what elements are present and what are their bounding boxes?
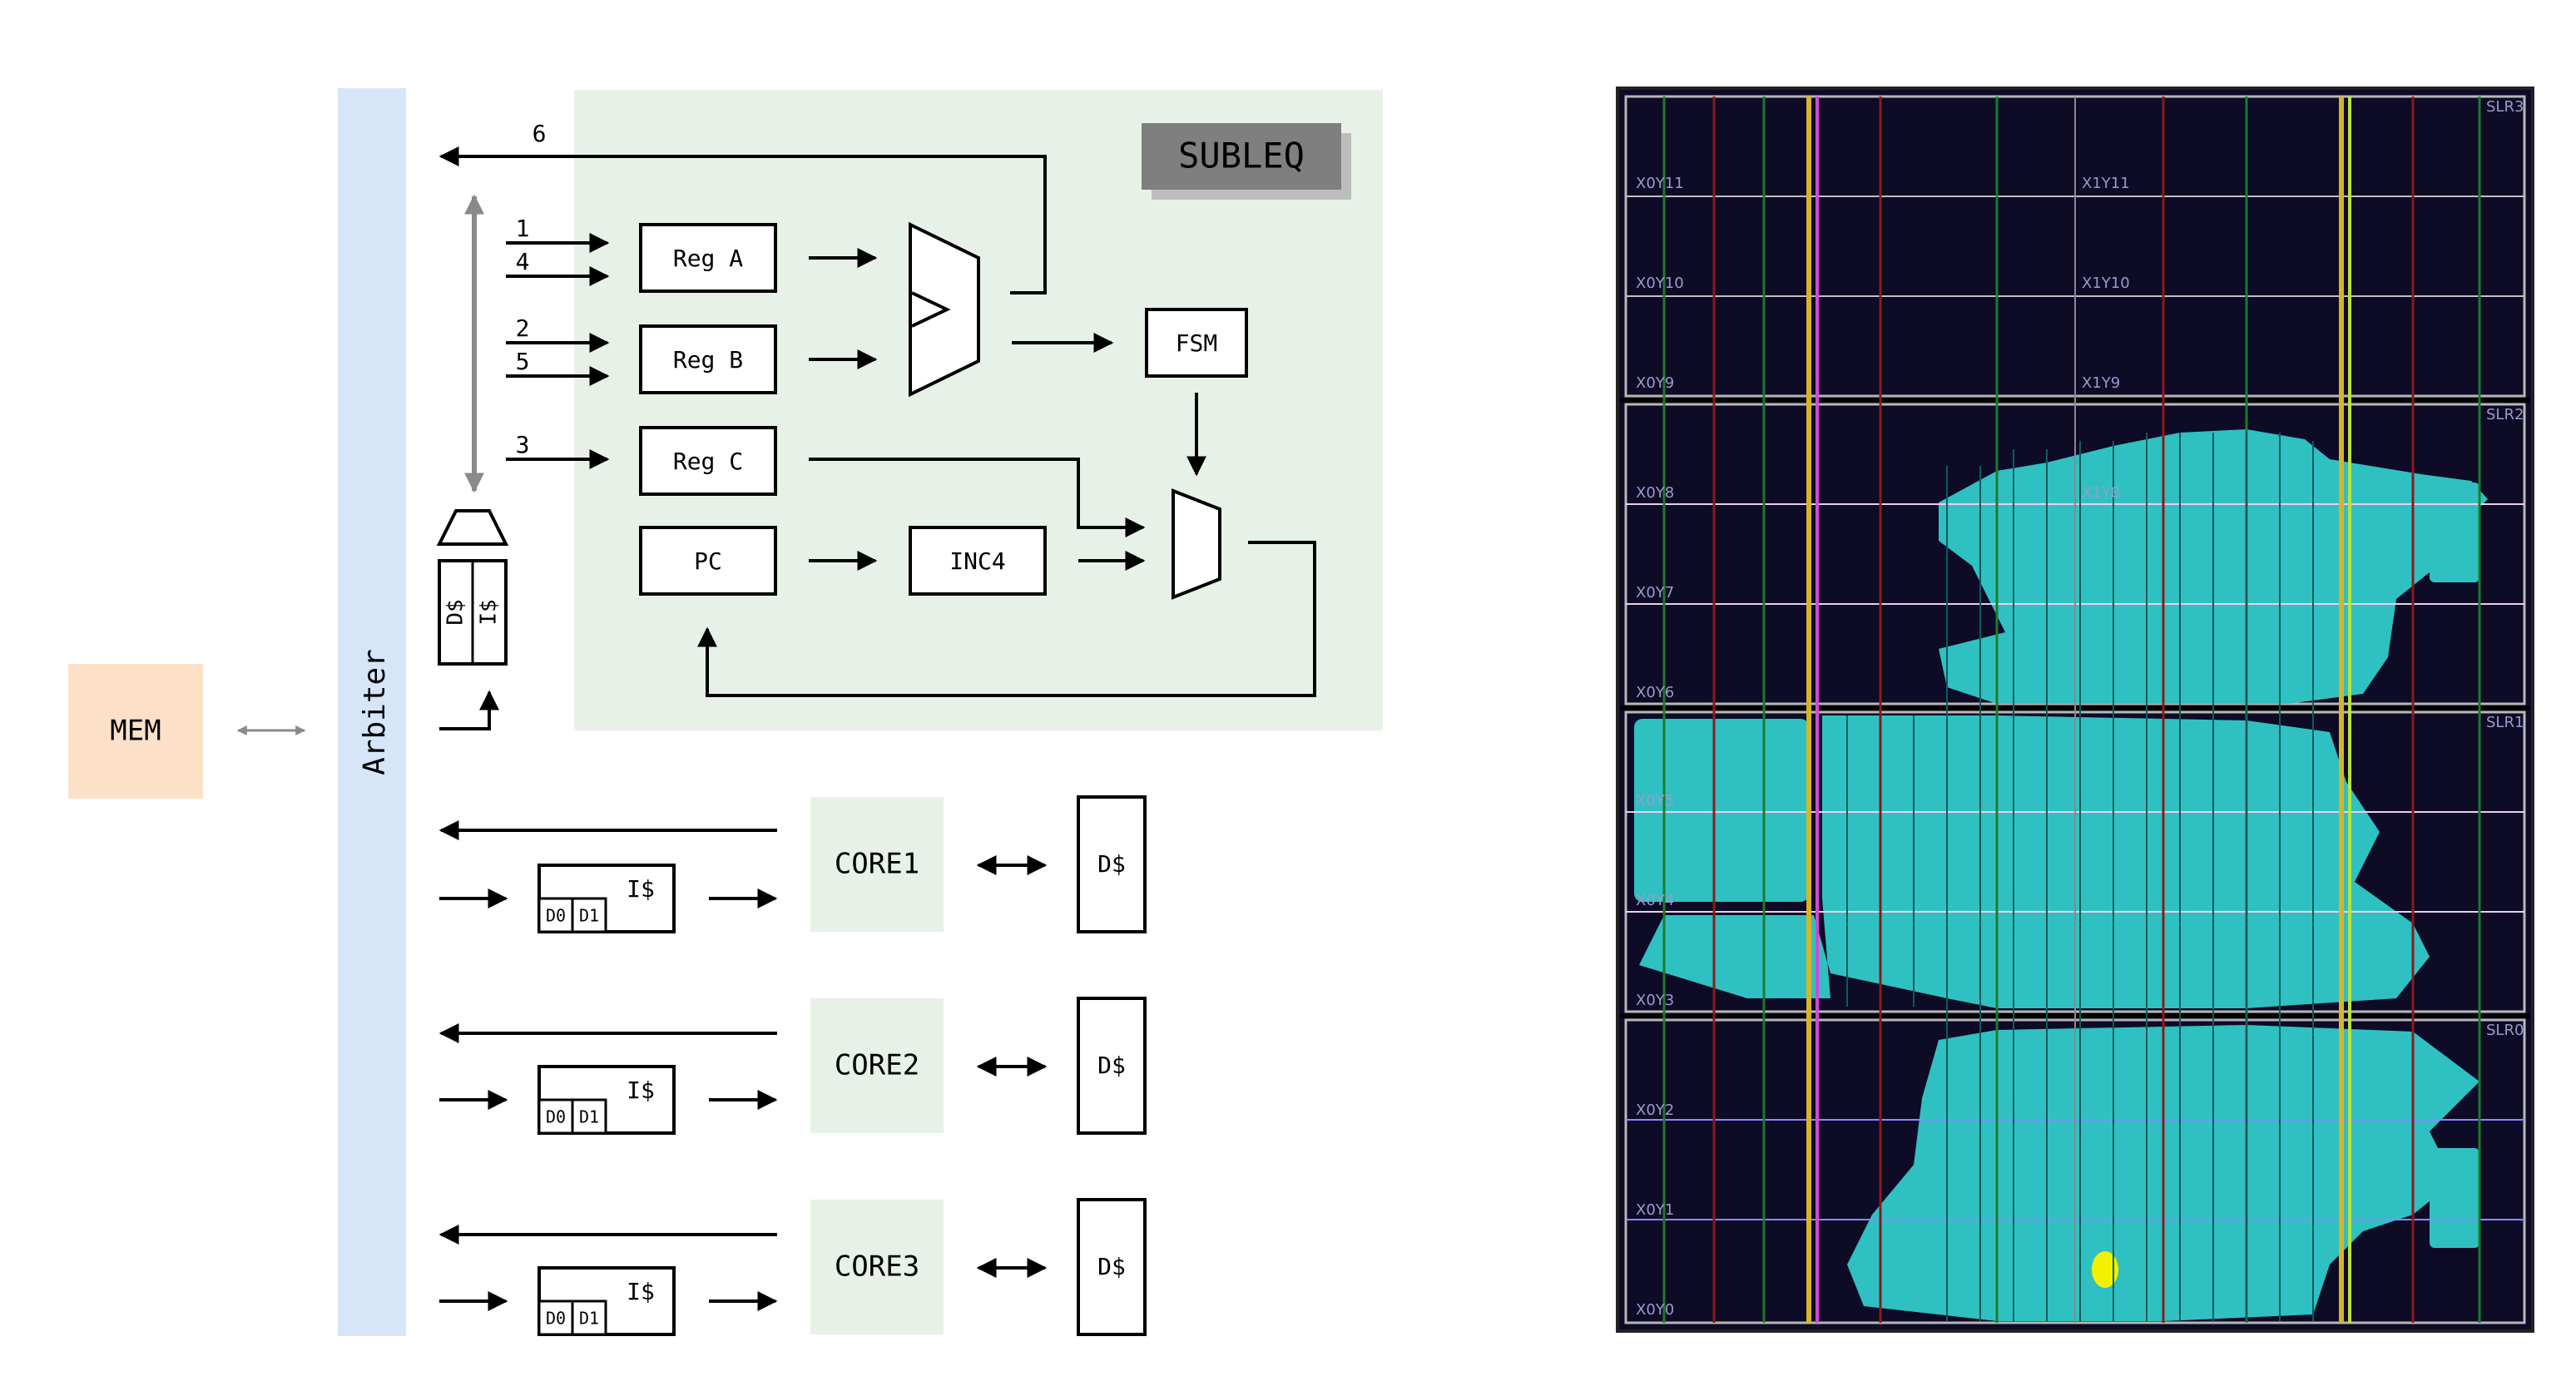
reg-c-label: Reg C: [673, 448, 743, 475]
pc-mux-shape: [1172, 488, 1221, 600]
mem-block: [68, 664, 203, 799]
reg-a-label: Reg A: [673, 245, 743, 272]
region-label-x0y5: X0Y5: [1636, 792, 1674, 809]
core1-dcache-label: D$: [1097, 850, 1126, 878]
highlight-blob: [2092, 1251, 2118, 1288]
placed-logic-slr1-left: [1634, 719, 1809, 902]
subleq-tag: [1142, 123, 1341, 190]
pc-box: [639, 526, 777, 596]
architecture-diagram: MEM Arbiter SUBLEQ 6 1 4 2 5 3 Reg A Reg…: [68, 88, 1383, 1336]
region-grid: [1626, 97, 2524, 1323]
core1-d1-box: [571, 897, 607, 933]
arbiter-bar: [338, 88, 406, 1336]
fpga-floorplan: X0Y11 X1Y11 X0Y10 X1Y10 X0Y9 X1Y9 X0Y8 X…: [1616, 87, 2534, 1333]
port-4-label: 4: [516, 248, 530, 275]
core1-icache-label: I$: [627, 875, 655, 903]
port-5-label: 5: [516, 348, 530, 375]
region-label-x1y11: X1Y11: [2082, 175, 2130, 192]
arbiter-cache-arrow: [439, 690, 499, 730]
core3-d0-box: [537, 1299, 574, 1336]
core3-icache-label: I$: [627, 1278, 655, 1305]
placed-logic-slr0-right: [2430, 1148, 2479, 1248]
region-label-x0y3: X0Y3: [1636, 992, 1674, 1009]
region-label-x0y0: X0Y0: [1636, 1301, 1674, 1319]
core3-box: [810, 1200, 944, 1334]
pc-label: PC: [694, 547, 722, 575]
fabric-column-stripes: [1846, 433, 2314, 1321]
slr1-label: SLR1: [2486, 714, 2524, 731]
core2-d0-label: D0: [546, 1107, 566, 1127]
loop-6-arrow: [438, 146, 1047, 295]
region-label-x0y10: X0Y10: [1636, 275, 1684, 292]
core3-d1-box: [571, 1299, 607, 1336]
slr3-label: SLR3: [2486, 98, 2524, 116]
core3-label: CORE3: [835, 1250, 919, 1284]
placed-logic-slr1-main: [1639, 715, 2430, 1008]
core1-d1-label: D1: [579, 906, 599, 926]
clock-column-bands: [1662, 97, 2481, 1323]
slr-labels: SLR3 SLR2 SLR1 SLR0: [2486, 98, 2524, 1039]
core3-dcache-box: [1077, 1198, 1147, 1336]
port-1-label: 1: [516, 215, 530, 242]
core1-label: CORE1: [835, 848, 919, 881]
port-6-label: 6: [533, 120, 547, 147]
reg-b-box: [639, 324, 777, 394]
reg-a-box: [639, 223, 777, 293]
inc4-box: [909, 526, 1047, 596]
fsm-box: [1145, 308, 1248, 378]
core2-box: [810, 998, 944, 1133]
region-label-x0y6: X0Y6: [1636, 684, 1674, 701]
core2-label: CORE2: [835, 1049, 919, 1082]
local-icache-label: I$: [477, 599, 502, 625]
core1-d0-box: [537, 897, 574, 933]
local-dcache-label: D$: [443, 599, 468, 625]
pc-feedback-arrow: [697, 541, 1316, 697]
core2-dcache-label: D$: [1097, 1052, 1126, 1079]
region-label-x1y10: X1Y10: [2082, 275, 2130, 292]
region-label-x0y7: X0Y7: [1636, 584, 1674, 601]
reg-c-box: [639, 426, 777, 496]
core-2-group: D0 D1 I$ CORE2 D$: [438, 997, 1147, 1135]
core1-dcache-box: [1077, 795, 1147, 933]
region-label-x0y4: X0Y4: [1636, 892, 1674, 909]
core-1-group: D0 D1 I$ CORE1 D$: [438, 795, 1147, 933]
region-label-x1y9: X1Y9: [2082, 374, 2120, 392]
core1-d0-label: D0: [546, 906, 566, 926]
core2-d1-box: [571, 1098, 607, 1135]
core2-icache-label: I$: [627, 1077, 655, 1104]
port-3-label: 3: [516, 431, 530, 458]
slr0-label: SLR0: [2486, 1022, 2524, 1039]
core-3-group: D0 D1 I$ CORE3 D$: [438, 1198, 1147, 1336]
region-label-x1y8: X1Y8: [2082, 484, 2120, 502]
arbiter-label: Arbiter: [358, 649, 392, 775]
subleq-title: SUBLEQ: [1178, 136, 1305, 176]
core2-d1-label: D1: [579, 1107, 599, 1127]
regc-mux-arrow: [809, 458, 1146, 537]
core3-d0-label: D0: [546, 1309, 566, 1329]
mem-label: MEM: [110, 715, 161, 748]
region-label-x0y8: X0Y8: [1636, 484, 1674, 502]
cache-mux-shape: [436, 509, 509, 546]
region-label-x0y1: X0Y1: [1636, 1201, 1674, 1219]
fsm-label: FSM: [1176, 329, 1218, 357]
core3-dcache-label: D$: [1097, 1253, 1126, 1280]
slr2-label: SLR2: [2486, 406, 2524, 423]
inc4-label: INC4: [949, 547, 1005, 575]
placed-logic-slr2-right: [2430, 483, 2479, 582]
core3-d1-label: D1: [579, 1309, 599, 1329]
core1-box: [810, 797, 944, 932]
region-label-x0y9: X0Y9: [1636, 374, 1674, 392]
region-label-x0y11: X0Y11: [1636, 175, 1684, 192]
reg-b-label: Reg B: [673, 346, 743, 374]
alu-comparator-mark: [911, 291, 951, 328]
port-2-label: 2: [516, 314, 530, 342]
region-labels: X0Y11 X1Y11 X0Y10 X1Y10 X0Y9 X1Y9 X0Y8 X…: [1636, 175, 2130, 1319]
region-label-x0y2: X0Y2: [1636, 1101, 1674, 1119]
core2-dcache-box: [1077, 997, 1147, 1135]
